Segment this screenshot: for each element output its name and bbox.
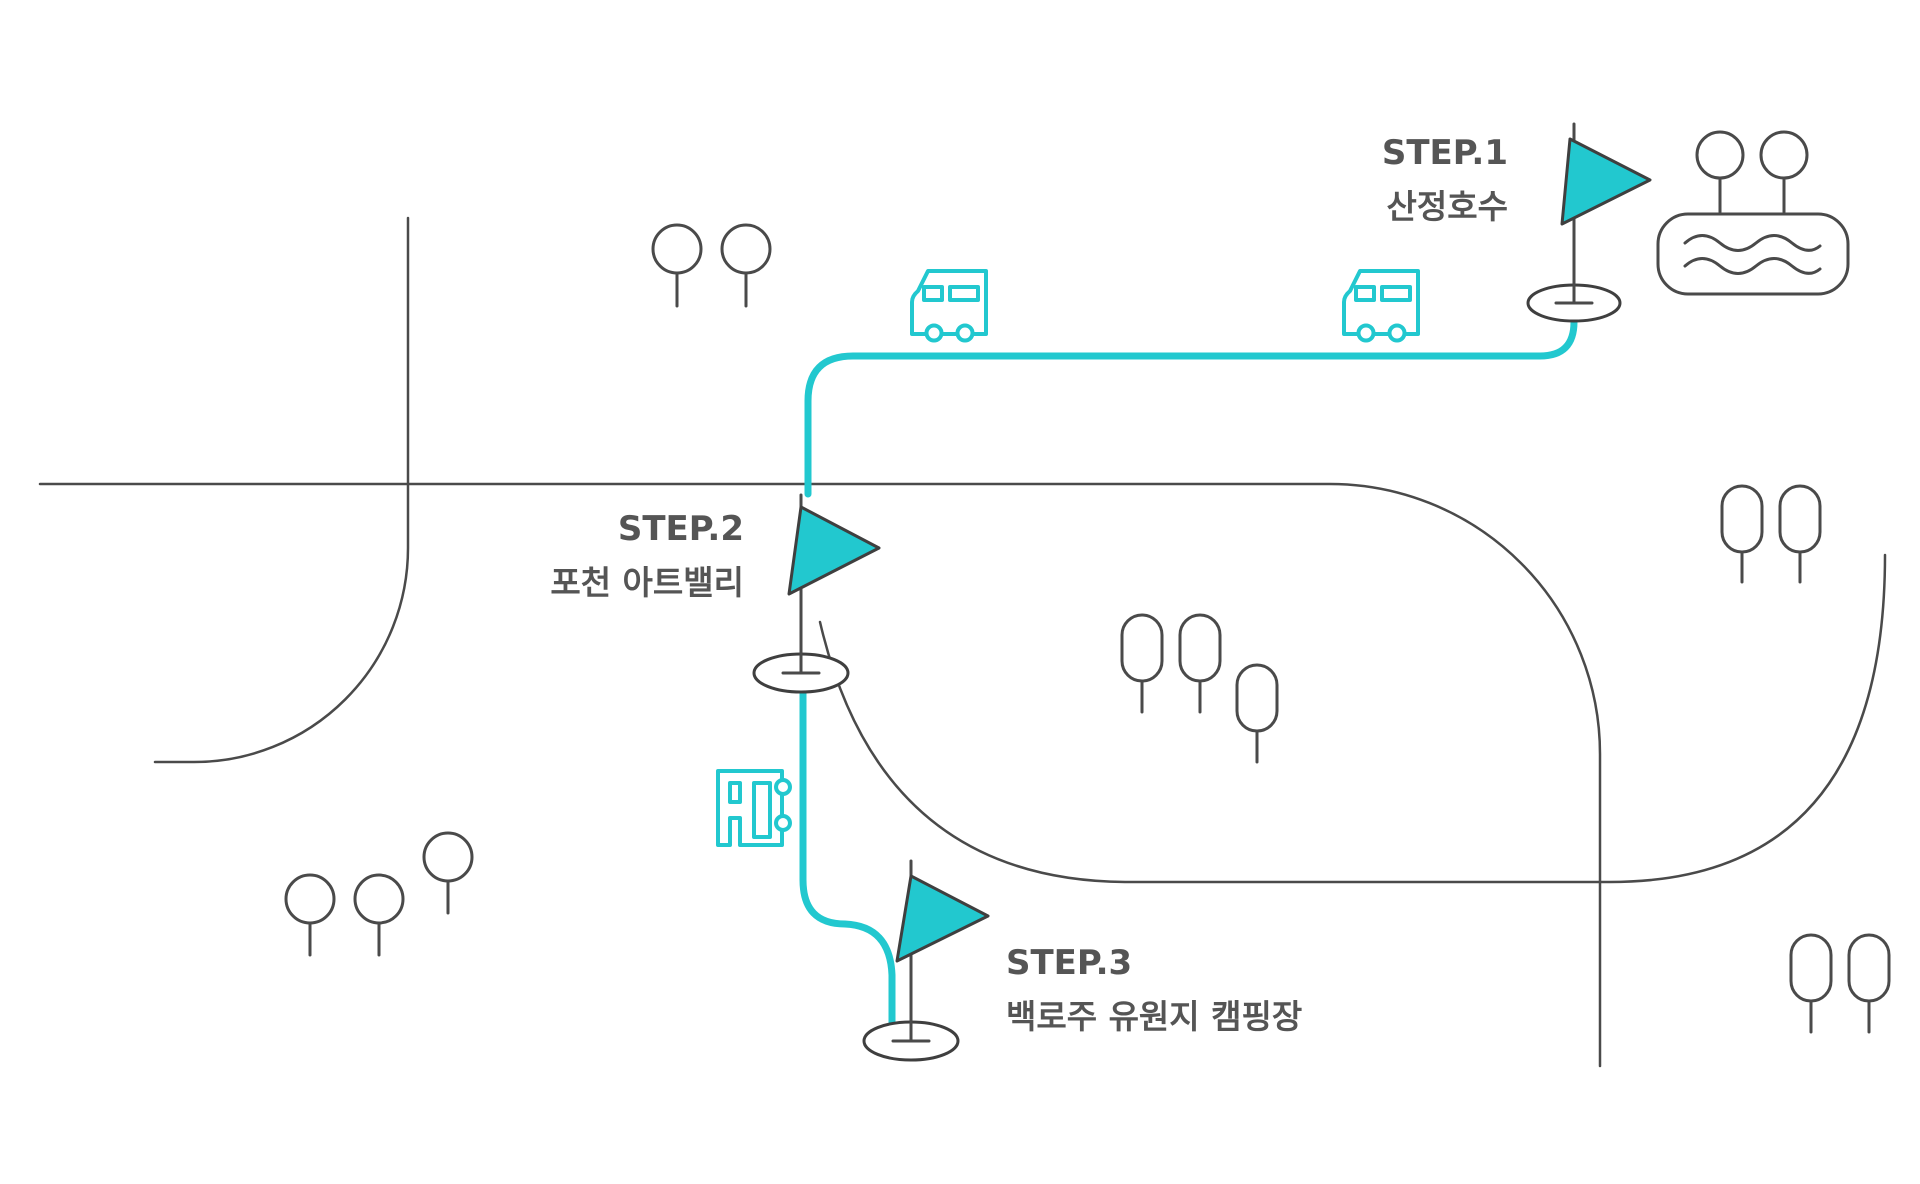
step2-label: STEP.2 — [618, 509, 744, 549]
lake-icon — [1656, 212, 1850, 296]
road-left-vertical — [153, 216, 410, 764]
camper-van-icon — [910, 269, 988, 343]
building-icon — [716, 769, 792, 847]
step3-place: 백로주 유원지 캠핑장 — [1006, 997, 1302, 1036]
tree-icon — [1695, 130, 1809, 214]
tree-icon — [284, 831, 474, 957]
road-network — [38, 216, 1887, 1068]
tree-icon — [1720, 484, 1822, 584]
step1-place: 산정호수 — [1387, 187, 1508, 226]
camper-van-icon — [1342, 269, 1420, 343]
step3-label: STEP.3 — [1006, 943, 1132, 983]
route-step2-to-step3 — [799, 686, 896, 1026]
route-line — [799, 318, 1578, 1026]
tree-icon — [1789, 933, 1891, 1034]
step1-flag-icon — [1526, 122, 1652, 323]
tree-icon — [1120, 613, 1279, 764]
road-lower-loop — [818, 553, 1887, 884]
step3-flag-icon — [862, 859, 990, 1062]
step2-place: 포천 아트밸리 — [550, 563, 744, 602]
route-step1-to-step2 — [804, 318, 1578, 498]
step2-flag-icon — [752, 493, 881, 694]
road-horizontal — [38, 482, 1602, 1068]
tree-icon — [651, 223, 772, 308]
step1-label: STEP.1 — [1382, 133, 1508, 173]
